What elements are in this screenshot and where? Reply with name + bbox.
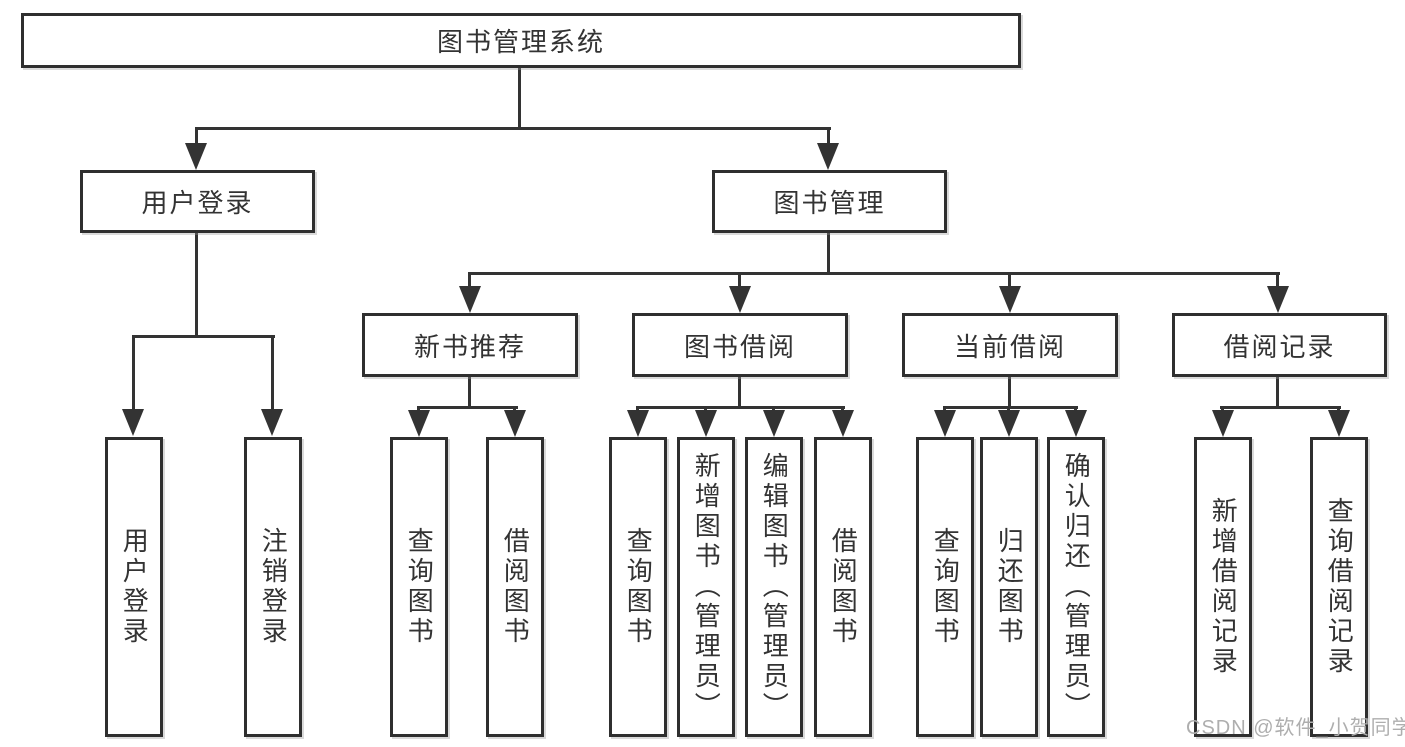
- node-rec-borrow-book-label: 借阅图书: [500, 527, 531, 647]
- connector-level2-rail: [195, 127, 831, 130]
- node-current-borrow: 当前借阅: [902, 313, 1118, 377]
- connector-stem-book-borrow: [738, 272, 741, 288]
- node-cb-query-book-label: 查询图书: [930, 527, 961, 647]
- node-user-login-label: 用户登录: [141, 188, 254, 218]
- node-borrow-record-label: 借阅记录: [1223, 331, 1336, 362]
- node-cb-return-book-label: 归还图书: [994, 527, 1025, 647]
- connector-new-book-recommend-stub: [468, 377, 471, 408]
- arrow-down-icon: [729, 286, 751, 313]
- connector-stem-borrow-record: [1276, 272, 1279, 288]
- connector-new-book-recommend-rail: [417, 406, 518, 409]
- node-br-query-record: 查询借阅记录: [1310, 437, 1368, 737]
- arrow-down-icon: [122, 409, 144, 436]
- node-rec-query-book: 查询图书: [390, 437, 448, 737]
- arrow-down-icon: [627, 410, 649, 437]
- connector-book-borrow-stub: [738, 377, 741, 408]
- node-current-borrow-label: 当前借阅: [953, 331, 1066, 362]
- connector-current-borrow-stub: [1008, 377, 1011, 408]
- node-login: 用户登录: [105, 437, 163, 737]
- node-user-login: 用户登录: [80, 170, 315, 233]
- node-borrow-record: 借阅记录: [1172, 313, 1387, 377]
- node-bb-add-book-label: 新增图书（管理员）: [691, 452, 722, 722]
- node-bb-borrow-book-label: 借阅图书: [828, 527, 859, 647]
- connector-stem-user-login: [195, 127, 198, 145]
- node-book-borrow: 图书借阅: [632, 313, 848, 377]
- arrow-down-icon: [185, 143, 207, 170]
- node-bb-query-book: 查询图书: [609, 437, 667, 737]
- arrow-down-icon: [763, 410, 785, 437]
- node-book-borrow-label: 图书借阅: [683, 331, 796, 362]
- arrow-down-icon: [408, 410, 430, 437]
- arrow-down-icon: [1065, 410, 1087, 437]
- arrow-down-icon: [817, 143, 839, 170]
- node-logout-label: 注销登录: [258, 527, 289, 647]
- node-login-label: 用户登录: [119, 527, 150, 647]
- node-bb-query-book-label: 查询图书: [623, 527, 654, 647]
- node-book-management-label: 图书管理: [773, 188, 886, 218]
- arrow-down-icon: [504, 410, 526, 437]
- arrow-down-icon: [999, 286, 1021, 313]
- arrow-down-icon: [459, 286, 481, 313]
- node-root-label: 图书管理系统: [436, 27, 605, 57]
- arrow-down-icon: [1328, 410, 1350, 437]
- node-new-book-recommend-label: 新书推荐: [413, 331, 526, 362]
- connector-borrow-record-stub: [1276, 377, 1279, 408]
- arrow-down-icon: [934, 410, 956, 437]
- connector-stem-current-borrow: [1008, 272, 1011, 288]
- connector-level3-rail: [468, 272, 1280, 275]
- csdn-watermark: CSDN @软件_小贺同学: [1186, 717, 1405, 739]
- connector-borrow-record-rail: [1220, 406, 1341, 409]
- connector-stem-book-management: [827, 127, 830, 145]
- node-cb-confirm-return-label: 确认归还（管理员）: [1061, 452, 1092, 722]
- connector-user-login-rail: [132, 335, 275, 338]
- node-root: 图书管理系统: [21, 13, 1021, 68]
- connector-book-management-stub: [827, 232, 830, 274]
- node-rec-borrow-book: 借阅图书: [486, 437, 544, 737]
- arrow-down-icon: [695, 410, 717, 437]
- node-br-add-record: 新增借阅记录: [1194, 437, 1252, 737]
- node-logout: 注销登录: [244, 437, 302, 737]
- node-bb-edit-book: 编辑图书（管理员）: [745, 437, 803, 737]
- connector-stem-login: [132, 335, 135, 411]
- node-cb-query-book: 查询图书: [916, 437, 974, 737]
- connector-user-login-stub: [195, 232, 198, 337]
- node-book-management: 图书管理: [712, 170, 947, 233]
- node-bb-edit-book-label: 编辑图书（管理员）: [759, 452, 790, 722]
- arrow-down-icon: [1212, 410, 1234, 437]
- node-cb-confirm-return: 确认归还（管理员）: [1047, 437, 1105, 737]
- node-new-book-recommend: 新书推荐: [362, 313, 578, 377]
- node-br-add-record-label: 新增借阅记录: [1208, 497, 1239, 677]
- arrow-down-icon: [261, 409, 283, 436]
- arrow-down-icon: [998, 410, 1020, 437]
- node-rec-query-book-label: 查询图书: [404, 527, 435, 647]
- node-cb-return-book: 归还图书: [980, 437, 1038, 737]
- node-bb-borrow-book: 借阅图书: [814, 437, 872, 737]
- node-br-query-record-label: 查询借阅记录: [1324, 497, 1355, 677]
- connector-book-borrow-rail: [636, 406, 845, 409]
- arrow-down-icon: [832, 410, 854, 437]
- node-bb-add-book: 新增图书（管理员）: [677, 437, 735, 737]
- connector-current-borrow-rail: [943, 406, 1078, 409]
- connector-stem-logout: [271, 335, 274, 411]
- arrow-down-icon: [1267, 286, 1289, 313]
- connector-stem-new-book-recommend: [468, 272, 471, 288]
- connector-root-stub: [518, 66, 521, 129]
